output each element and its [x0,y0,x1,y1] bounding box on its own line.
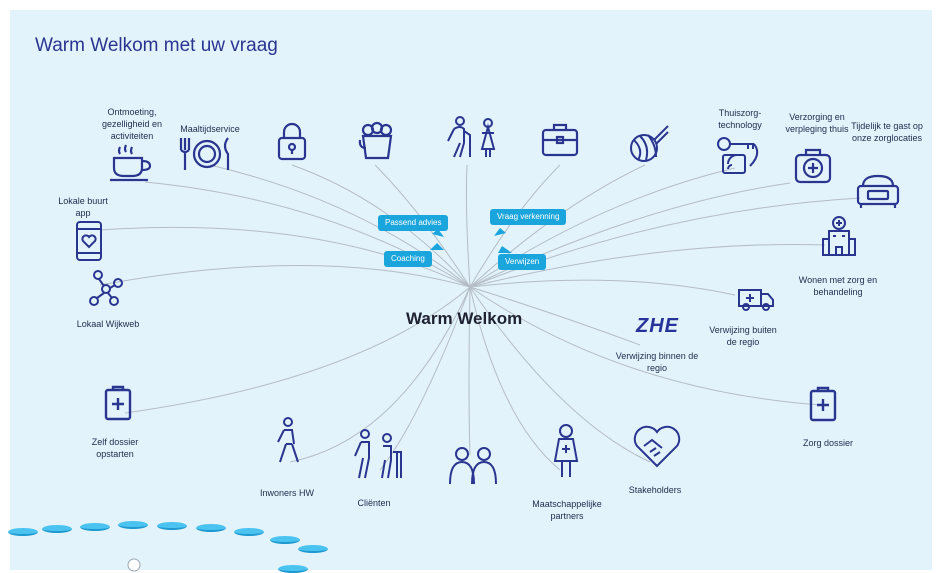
spoke-line [144,181,471,288]
stepping-stone [196,524,226,532]
stepping-stone [298,545,328,553]
spoke-line [209,164,471,288]
bubble-vraag-verkenning: Vraag verkenning [490,209,567,225]
hospital-building-icon [822,216,856,256]
spoke-line [468,286,471,456]
spoke-line [99,265,471,288]
label-clienten: Cliënten [357,498,391,508]
label-thuiszorg: Thuiszorg-technology [718,108,762,130]
spoke-line [379,286,471,471]
medical-kit-icon [794,148,832,184]
spoke-line [469,286,561,471]
stepping-stone [234,528,264,536]
small-circle-icon [127,558,141,572]
bubble-pointer [430,243,444,250]
label-inwoners: Inwoners HW [259,488,314,498]
spoke-line [291,164,471,288]
clipboard-cross-icon [809,386,837,422]
padlock-icon [277,122,307,161]
label-zelf-dossier: Zelf dossier opstarten [91,437,139,459]
handshake-heart-icon [633,425,681,468]
ambulance-icon [738,289,774,311]
nurse-icon [553,424,579,477]
keys-smartphone-icon [717,137,759,174]
label-stakeholders: Stakeholders [628,485,682,495]
hospital-bed-icon [856,174,900,208]
elderly-people-icon [447,116,496,158]
bubble-coaching: Coaching [384,251,432,267]
label-ontmoeting: Ontmoeting, gezelligheid en activiteiten [101,107,163,141]
spoke-line [469,182,791,288]
stepping-stone [8,528,38,536]
label-maatschappelijk: Maatschappelijke partners [532,499,602,521]
clipboard-cross-icon [104,385,132,421]
spoke-line [99,226,471,288]
label-maaltijdservice: Maaltijdservice [180,124,240,134]
walker-person-icon [354,429,402,479]
label-tijdelijk: Tijdelijk te gast op onze zorglocaties [851,121,923,143]
label-buurt-app: Lokale buurt app [58,196,108,218]
label-buiten-regio: Verwijzing buiten de regio [709,325,777,347]
two-people-icon [449,447,497,485]
label-wijkweb: Lokaal Wijkweb [76,319,140,329]
stepping-stone [157,522,187,530]
spoke-line [465,164,471,288]
zhe-logo: ZHE [636,315,679,337]
coffee-cup-icon [110,144,152,182]
plate-cutlery-icon [179,137,230,170]
stepping-stone [270,536,300,544]
walking-person-icon [277,417,299,463]
spoke-line [469,286,651,463]
spoke-line [469,164,646,288]
label-verzorging: Verzorging en verpleging thuis [785,112,849,134]
cleaning-bucket-icon [358,121,393,160]
stepping-stone [42,525,72,533]
spoke-line [469,279,736,296]
yarn-knitting-icon [630,125,669,162]
spoke-line [124,286,471,414]
label-zorg-dossier: Zorg dossier [802,438,854,448]
bubble-pointer [498,246,512,253]
stepping-stone [118,521,148,529]
page-title: Warm Welkom met uw vraag [35,35,278,56]
bubble-pointer [494,228,506,236]
hub-label: Warm Welkom [406,309,523,328]
label-binnen-regio: Verwijzing binnen de regio [615,351,699,373]
phone-heart-icon [76,221,102,261]
spoke-line [289,286,471,463]
bubble-passend-advies: Passend advies [378,215,449,231]
bubble-verwijzen: Verwijzen [498,254,547,270]
network-icon [89,270,123,306]
spoke-line [469,244,826,288]
bubble-pointer [432,229,444,237]
spoke-line [469,286,641,346]
spoke-line [469,286,821,406]
briefcase-icon [541,123,579,157]
stepping-stone [80,523,110,531]
label-wonen: Wonen met zorg en behandeling [798,275,878,297]
